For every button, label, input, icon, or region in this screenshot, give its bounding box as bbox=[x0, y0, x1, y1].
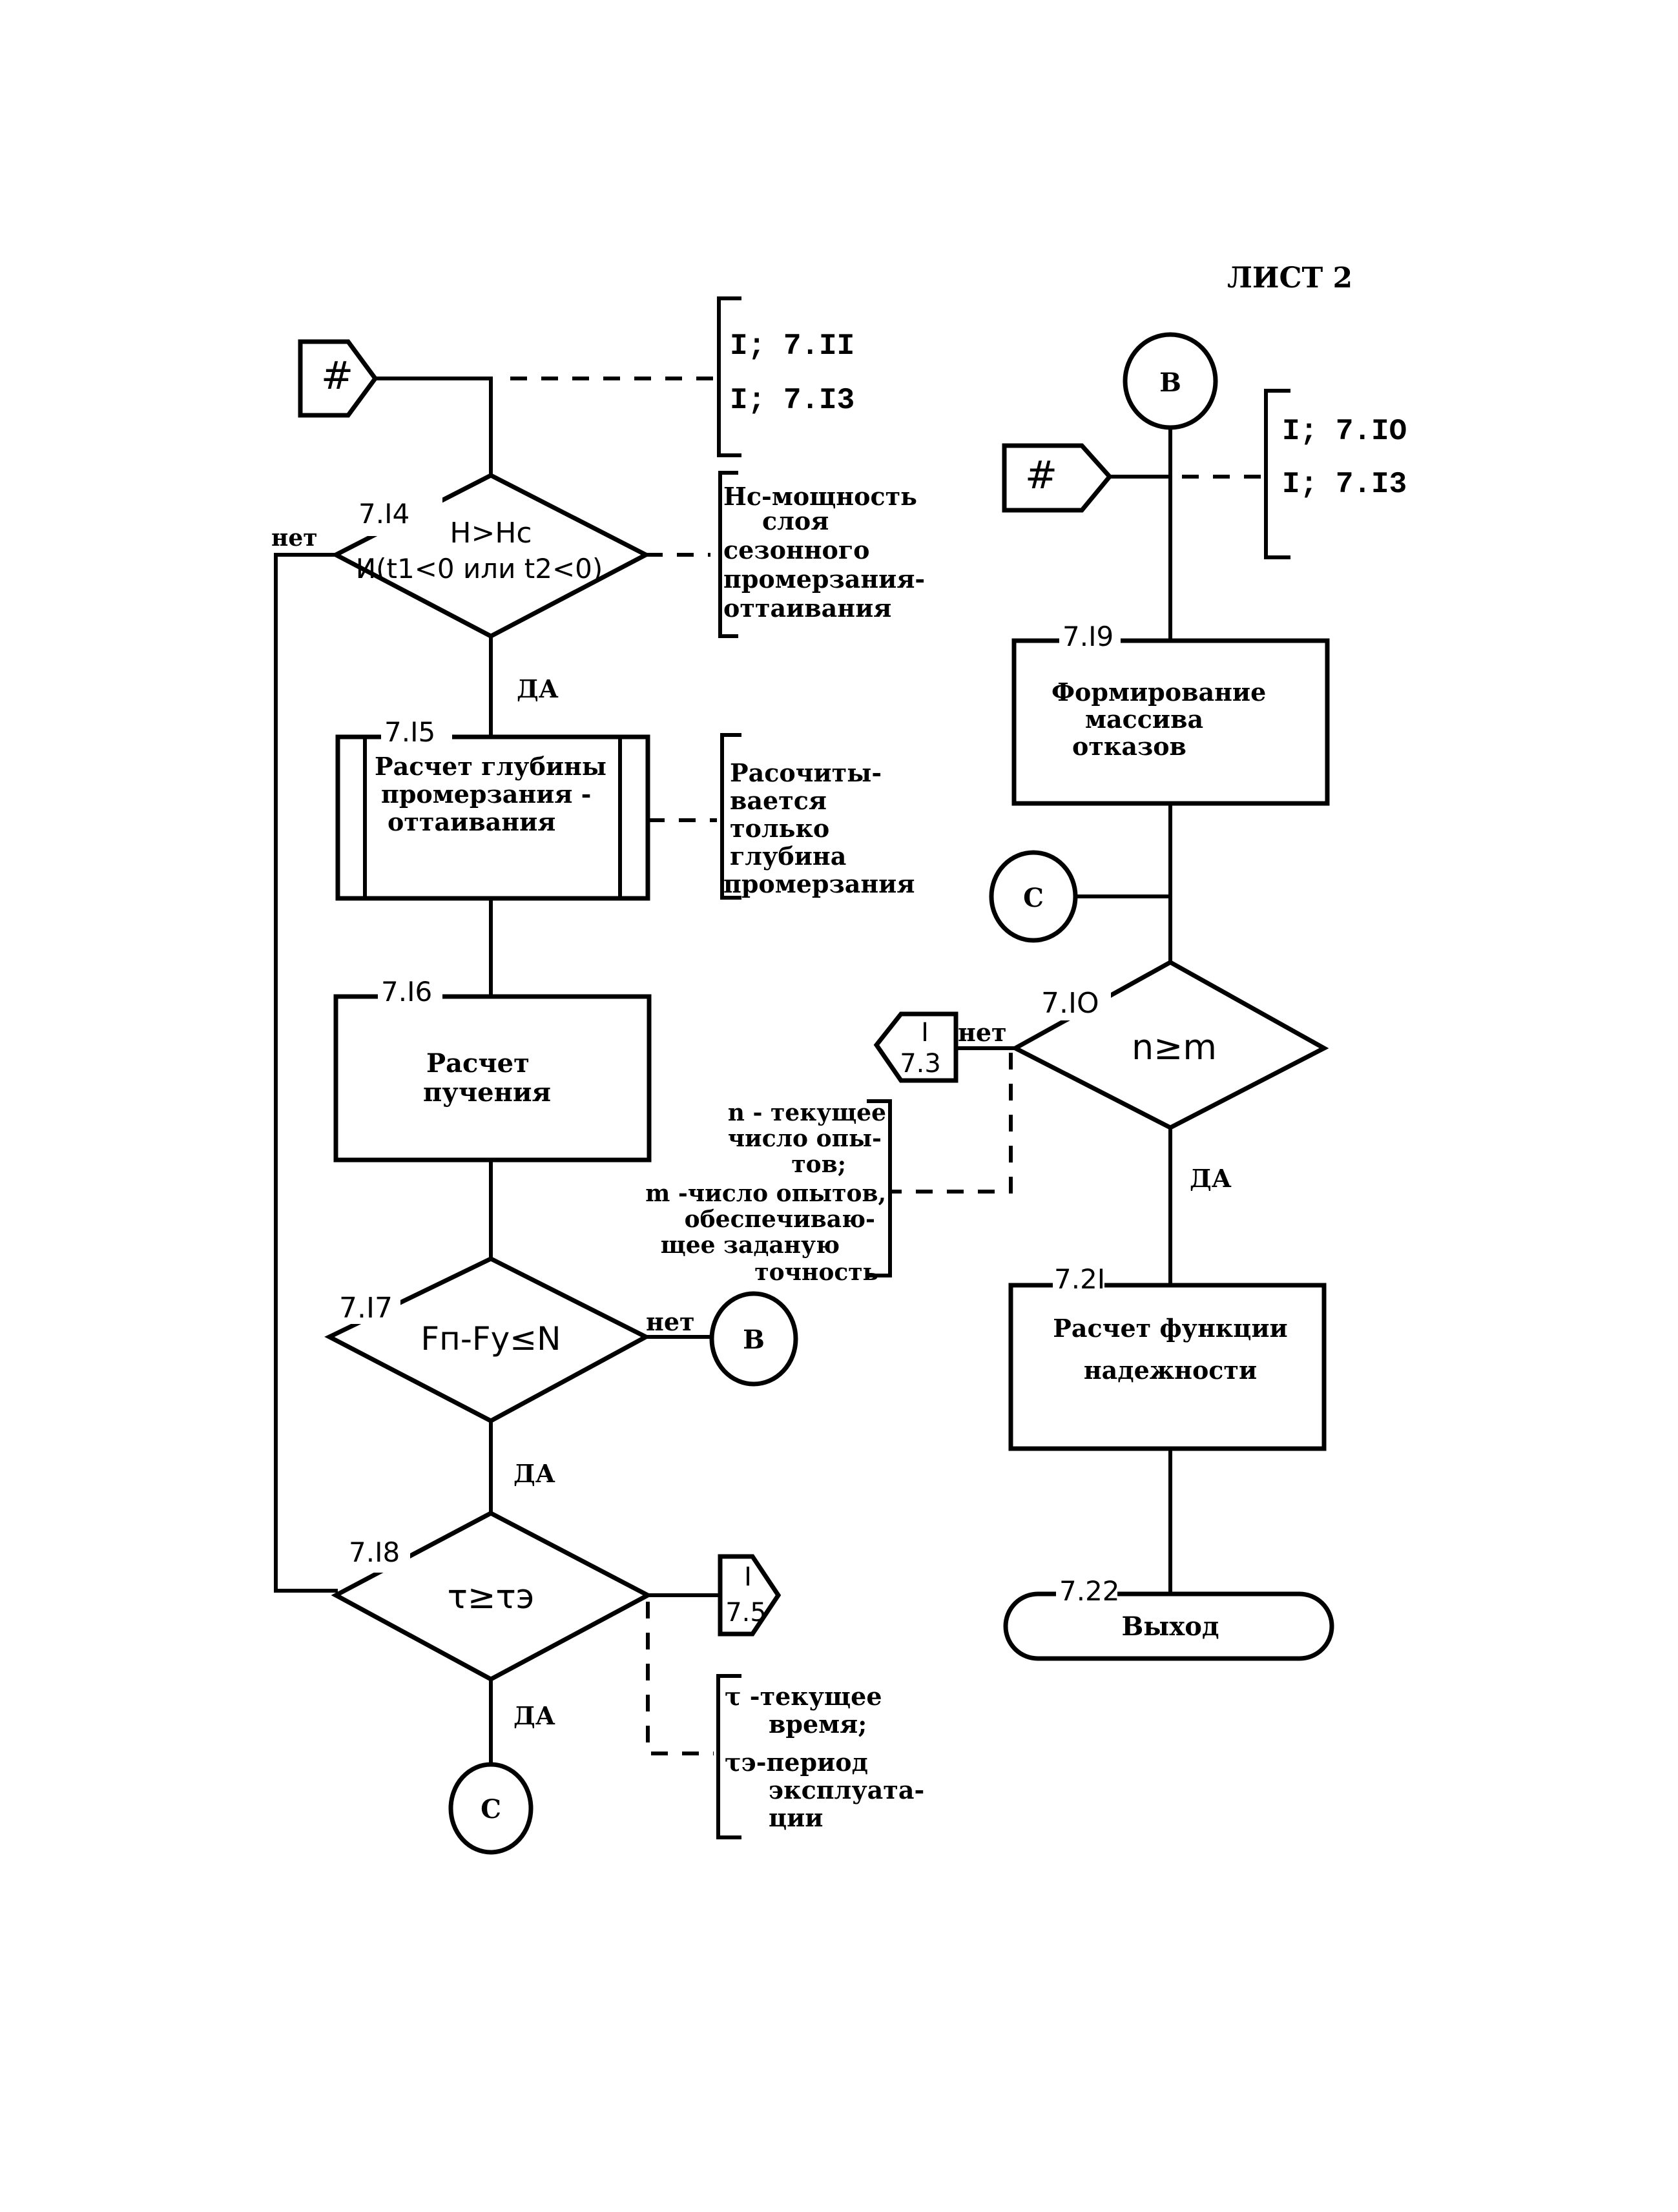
svg-text:m -число опытов,: m -число опытов, bbox=[645, 1180, 886, 1207]
yes-label: ДА bbox=[513, 1459, 555, 1488]
ref-text: I; 7.I3 bbox=[730, 384, 855, 417]
no-label: нет bbox=[958, 1018, 1007, 1047]
annotation-bracket bbox=[717, 296, 741, 457]
svg-text:оттаивания: оттаивания bbox=[723, 594, 891, 623]
svg-text:время;: время; bbox=[769, 1710, 867, 1739]
process-7-21: 7.2I Расчет функции надежности bbox=[1008, 1263, 1327, 1451]
block-id: 7.2I bbox=[1054, 1263, 1105, 1295]
block-id: 7.I7 bbox=[339, 1292, 393, 1325]
decision-7-17: Fп-Fу≤N bbox=[324, 1256, 651, 1423]
note-7-10: n - текущее число опы- тов; m -число опы… bbox=[645, 1099, 886, 1286]
svg-text:вается: вается bbox=[730, 786, 827, 815]
svg-text:I: I bbox=[744, 1562, 752, 1592]
svg-text:оттаивания: оттаивания bbox=[388, 807, 555, 836]
svg-text:отказов: отказов bbox=[1072, 732, 1186, 761]
condition: n≥m bbox=[1132, 1027, 1217, 1068]
condition-line1: H>Hc bbox=[450, 517, 532, 550]
block-id: 7.I4 bbox=[358, 498, 409, 530]
svg-text:промерзания-: промерзания- bbox=[723, 564, 925, 594]
svg-text:B: B bbox=[1159, 367, 1181, 398]
annotation-bracket bbox=[716, 1674, 741, 1839]
svg-text:надежности: надежности bbox=[1084, 1356, 1257, 1385]
connector-b-out[interactable]: B bbox=[709, 1291, 798, 1387]
svg-text:Расчет функции: Расчет функции bbox=[1053, 1314, 1287, 1343]
annotation-bracket bbox=[867, 1099, 892, 1277]
svg-text:глубина: глубина bbox=[730, 842, 846, 871]
left-entry-connector[interactable]: # bbox=[298, 339, 378, 418]
svg-text:только: только bbox=[730, 814, 829, 843]
svg-text:пучения: пучения bbox=[423, 1077, 551, 1108]
svg-text:B: B bbox=[743, 1325, 765, 1355]
no-label: нет bbox=[646, 1307, 695, 1336]
svg-text:7.3: 7.3 bbox=[900, 1049, 941, 1079]
annotation-bracket bbox=[1264, 389, 1290, 559]
block-id: 7.I5 bbox=[384, 716, 435, 748]
svg-text:щее заданую: щее заданую bbox=[661, 1232, 840, 1259]
exit-connector-7-5[interactable]: I 7.5 bbox=[718, 1554, 782, 1637]
connector-c-out[interactable]: C bbox=[448, 1762, 533, 1855]
svg-text:n - текущее: n - текущее bbox=[728, 1099, 886, 1126]
svg-text:промерзания -: промерзания - bbox=[381, 780, 591, 809]
svg-text:сезонного: сезонного bbox=[723, 535, 870, 564]
svg-text:Формирование: Формирование bbox=[1051, 677, 1266, 707]
svg-text:точность: точность bbox=[754, 1259, 878, 1286]
annotation-bracket bbox=[718, 471, 738, 638]
hash-icon: # bbox=[1025, 453, 1057, 498]
process-7-19: 7.I9 Формирование массива отказов bbox=[1011, 620, 1330, 806]
process-7-15: 7.I5 Расчет глубины промерзания - оттаив… bbox=[335, 716, 650, 901]
svg-text:7.5: 7.5 bbox=[725, 1598, 767, 1628]
svg-text:число опы-: число опы- bbox=[728, 1125, 882, 1152]
annotation-line bbox=[646, 1602, 714, 1755]
exit-connector-7-3[interactable]: I 7.3 bbox=[873, 1011, 958, 1083]
condition: Fп-Fу≤N bbox=[420, 1320, 561, 1358]
svg-text:τэ-период: τэ-период bbox=[725, 1748, 868, 1777]
svg-text:массива: массива bbox=[1085, 705, 1203, 734]
annotation-line bbox=[891, 1053, 1013, 1194]
yes-label: ДА bbox=[517, 674, 559, 703]
ref-text: I; 7.IO bbox=[1282, 415, 1407, 448]
note-7-14: Hc-мощность слоя сезонного промерзания- … bbox=[723, 482, 925, 623]
svg-text:I: I bbox=[921, 1018, 929, 1048]
svg-text:Расчет: Расчет bbox=[426, 1048, 530, 1079]
no-label: нет bbox=[271, 524, 318, 552]
condition-line2: И(t1<0 или t2<0) bbox=[356, 553, 603, 584]
svg-text:эксплуата-: эксплуата- bbox=[769, 1775, 924, 1804]
block-id: 7.IO bbox=[1041, 987, 1099, 1020]
svg-text:Расочиты-: Расочиты- bbox=[730, 758, 882, 787]
terminator-7-22: 7.22 Выход bbox=[1003, 1575, 1334, 1661]
block-id: 7.I9 bbox=[1062, 621, 1113, 652]
svg-text:C: C bbox=[1023, 883, 1044, 913]
exit-label: Выход bbox=[1121, 1611, 1219, 1642]
note-7-18: τ -текущее время; τэ-период эксплуата- ц… bbox=[725, 1682, 924, 1832]
svg-text:тов;: тов; bbox=[791, 1151, 846, 1178]
connector-b-in[interactable]: B bbox=[1123, 332, 1218, 430]
block-id: 7.I8 bbox=[349, 1536, 400, 1568]
note-7-15: Расочиты- вается только глубина промерза… bbox=[723, 758, 915, 898]
svg-text:промерзания: промерзания bbox=[723, 869, 915, 898]
loop-back-line bbox=[274, 553, 338, 1593]
svg-text:Hc-мощность: Hc-мощность bbox=[723, 482, 917, 511]
ref-text: I; 7.II bbox=[730, 329, 855, 363]
hash-icon: # bbox=[321, 353, 353, 398]
connector-c-in[interactable]: C bbox=[989, 850, 1078, 943]
yes-label: ДА bbox=[513, 1701, 555, 1730]
yes-label: ДА bbox=[1190, 1164, 1232, 1193]
process-7-16: 7.I6 Расчет пучения bbox=[333, 975, 652, 1163]
block-id: 7.I6 bbox=[381, 976, 432, 1008]
svg-text:Расчет глубины: Расчет глубины bbox=[375, 752, 606, 781]
condition: τ≥τэ bbox=[448, 1578, 535, 1617]
svg-text:ции: ции bbox=[769, 1803, 823, 1832]
right-entry-connector[interactable]: # bbox=[1002, 443, 1113, 513]
block-id: 7.22 bbox=[1059, 1575, 1120, 1607]
svg-text:слоя: слоя bbox=[762, 506, 829, 535]
svg-text:τ -текущее: τ -текущее bbox=[725, 1682, 882, 1711]
svg-text:C: C bbox=[481, 1794, 501, 1824]
annotation-bracket bbox=[720, 733, 741, 900]
svg-text:обеспечиваю-: обеспечиваю- bbox=[685, 1206, 875, 1233]
sheet-label: ЛИСТ 2 bbox=[1227, 262, 1352, 295]
ref-text: I; 7.I3 bbox=[1282, 468, 1407, 501]
